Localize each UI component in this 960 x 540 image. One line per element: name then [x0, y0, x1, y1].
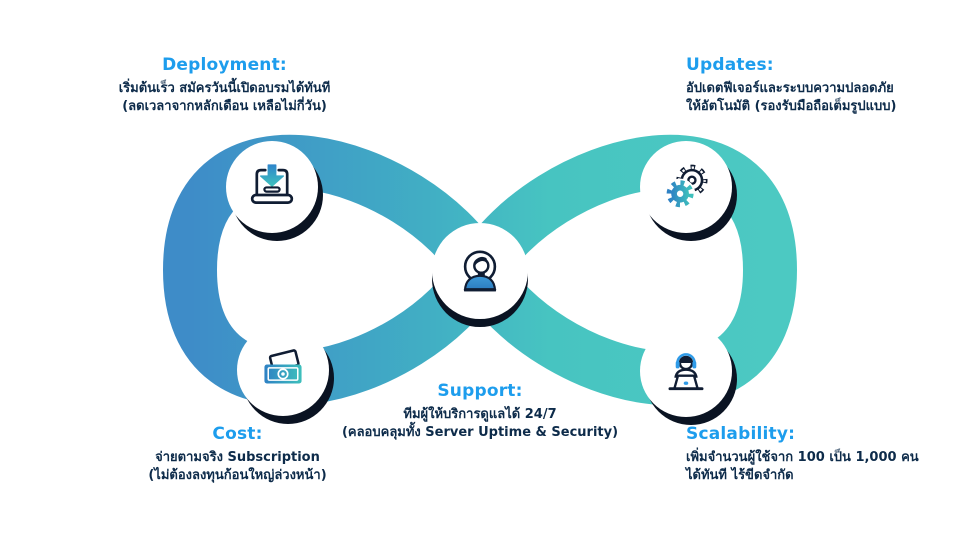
cost-label: Cost: จ่ายตามจริง Subscription (ไม่ต้องล… [85, 424, 390, 485]
deployment-line-1: เริ่มต้นเร็ว สมัครวันนี้เปิดอบรมได้ทันที [118, 81, 331, 96]
deployment-title: Deployment: [162, 55, 287, 75]
scalability-line-1: เพิ่มจำนวนผู้ใช้จาก 100 เป็น 1,000 คน [686, 450, 919, 465]
deployment-label: Deployment: เริ่มต้นเร็ว สมัครวันนี้เปิด… [62, 55, 387, 116]
updates-node [640, 141, 732, 233]
scalability-title: Scalability: [686, 424, 796, 444]
updates-line-2: ให้อัตโนมัติ (รองรับมือถือเต็มรูปแบบ) [686, 98, 897, 114]
support-node [432, 223, 528, 319]
cost-line-1: จ่ายตามจริง Subscription [155, 450, 320, 465]
deployment-node [226, 141, 318, 233]
banknotes-icon [264, 349, 302, 384]
laptop-download-icon [250, 164, 294, 204]
person-laptop-icon [668, 353, 704, 391]
cost-node [237, 324, 329, 416]
gears-icon [664, 164, 708, 209]
cost-title: Cost: [212, 424, 263, 444]
scalability-node [640, 325, 732, 417]
updates-label: Updates: อัปเดตฟีเจอร์และระบบความปลอดภัย… [686, 55, 954, 116]
deployment-line-2: (ลดเวลาจากหลักเดือน เหลือไม่กี่วัน) [122, 98, 327, 114]
updates-line-1: อัปเดตฟีเจอร์และระบบความปลอดภัย [686, 81, 894, 96]
scalability-label: Scalability: เพิ่มจำนวนผู้ใช้จาก 100 เป็… [686, 424, 956, 485]
support-agent-icon [463, 250, 497, 292]
support-title: Support: [437, 381, 523, 401]
support-line-1: ทีมผู้ให้บริการดูแลได้ 24/7 [403, 407, 557, 422]
updates-title: Updates: [686, 55, 774, 75]
support-line-2: (คลอบคลุมทั้ง Server Uptime & Security) [341, 424, 619, 440]
support-label: Support: ทีมผู้ให้บริการดูแลได้ 24/7 (คล… [330, 381, 630, 442]
scalability-line-2: ได้ทันที ไร้ขีดจำกัด [686, 467, 794, 483]
cost-line-2: (ไม่ต้องลงทุนก้อนใหญ่ล่วงหน้า) [148, 467, 327, 483]
